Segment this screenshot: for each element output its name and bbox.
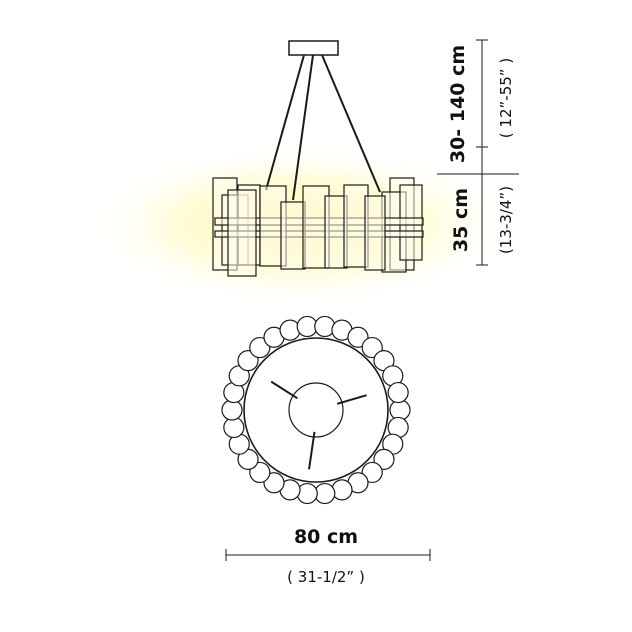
- shade-panels: [212, 177, 424, 277]
- bead: [296, 482, 318, 505]
- drop-metric-label: 30- 140 cm: [447, 45, 469, 163]
- diameter-metric-label: 80 cm: [294, 526, 358, 548]
- bead: [249, 336, 271, 359]
- bead: [279, 319, 301, 341]
- outer-ring: [243, 337, 389, 483]
- bead: [347, 326, 369, 348]
- bead: [361, 461, 383, 484]
- height-imperial-label: (13-3/4”): [497, 186, 515, 254]
- diameter-imperial-label: ( 31-1/2” ): [287, 568, 365, 586]
- bead: [221, 399, 243, 421]
- support-spokes: [270, 380, 367, 470]
- vertical-dimension-lines: [437, 39, 519, 266]
- top-plan-view: [221, 315, 411, 505]
- height-metric-label: 35 cm: [450, 188, 472, 252]
- bead-ring: [221, 315, 411, 505]
- suspension-cables: [265, 54, 381, 201]
- bead: [389, 399, 411, 421]
- bead: [263, 472, 285, 494]
- bead: [223, 416, 245, 439]
- bead: [331, 479, 353, 501]
- center-hub: [288, 382, 344, 438]
- side-elevation: [80, 40, 520, 307]
- drop-imperial-label: ( 12”-55” ): [497, 58, 515, 138]
- bead: [387, 381, 409, 404]
- bead: [314, 315, 336, 338]
- ceiling-canopy: [288, 40, 339, 56]
- diameter-dimension-line: [225, 549, 431, 561]
